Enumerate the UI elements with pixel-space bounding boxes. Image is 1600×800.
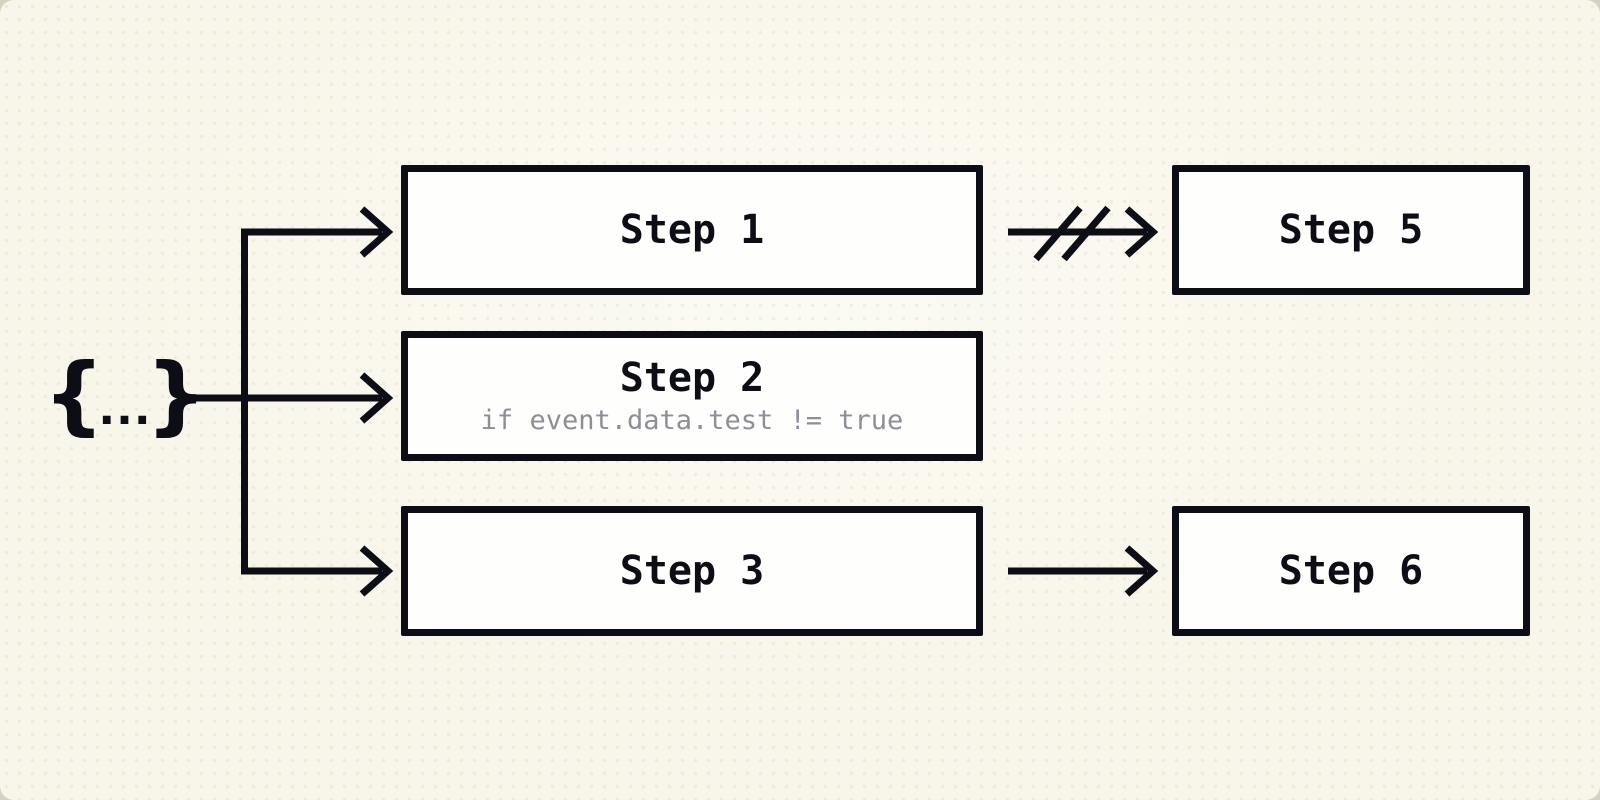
ellipsis-dots: ... bbox=[98, 384, 152, 435]
node-step-5-label: Step 5 bbox=[1278, 207, 1424, 253]
cancel-slash-2 bbox=[1061, 205, 1111, 262]
node-step-6-label: Step 6 bbox=[1278, 548, 1424, 594]
node-step-3: Step 3 bbox=[401, 506, 983, 636]
node-step-1-label: Step 1 bbox=[619, 207, 765, 253]
node-step-6: Step 6 bbox=[1172, 506, 1530, 636]
brace-right: } bbox=[145, 345, 207, 445]
node-step-1: Step 1 bbox=[401, 165, 983, 295]
arrow-source-step2-head bbox=[359, 372, 394, 424]
arrow-source-step1-head bbox=[359, 206, 394, 258]
cancel-slash-1 bbox=[1033, 205, 1083, 262]
node-step-5: Step 5 bbox=[1172, 165, 1530, 295]
edge-source-fanout bbox=[196, 206, 394, 597]
brace-left: { bbox=[43, 345, 105, 445]
node-step-3-label: Step 3 bbox=[619, 548, 765, 594]
arrow-source-step3-head bbox=[359, 545, 394, 597]
node-step-2: Step 2 if event.data.test != true bbox=[401, 331, 983, 461]
event-payload-icon: { ... } bbox=[43, 348, 207, 442]
arrow-step3-step6-head bbox=[1124, 545, 1159, 597]
edge-step3-step6 bbox=[1008, 545, 1159, 597]
node-step-2-condition: if event.data.test != true bbox=[480, 405, 904, 436]
arrow-step1-step5-head bbox=[1124, 206, 1159, 258]
edge-step1-step5-cancelled bbox=[1008, 205, 1159, 262]
node-step-2-label: Step 2 bbox=[619, 355, 765, 401]
